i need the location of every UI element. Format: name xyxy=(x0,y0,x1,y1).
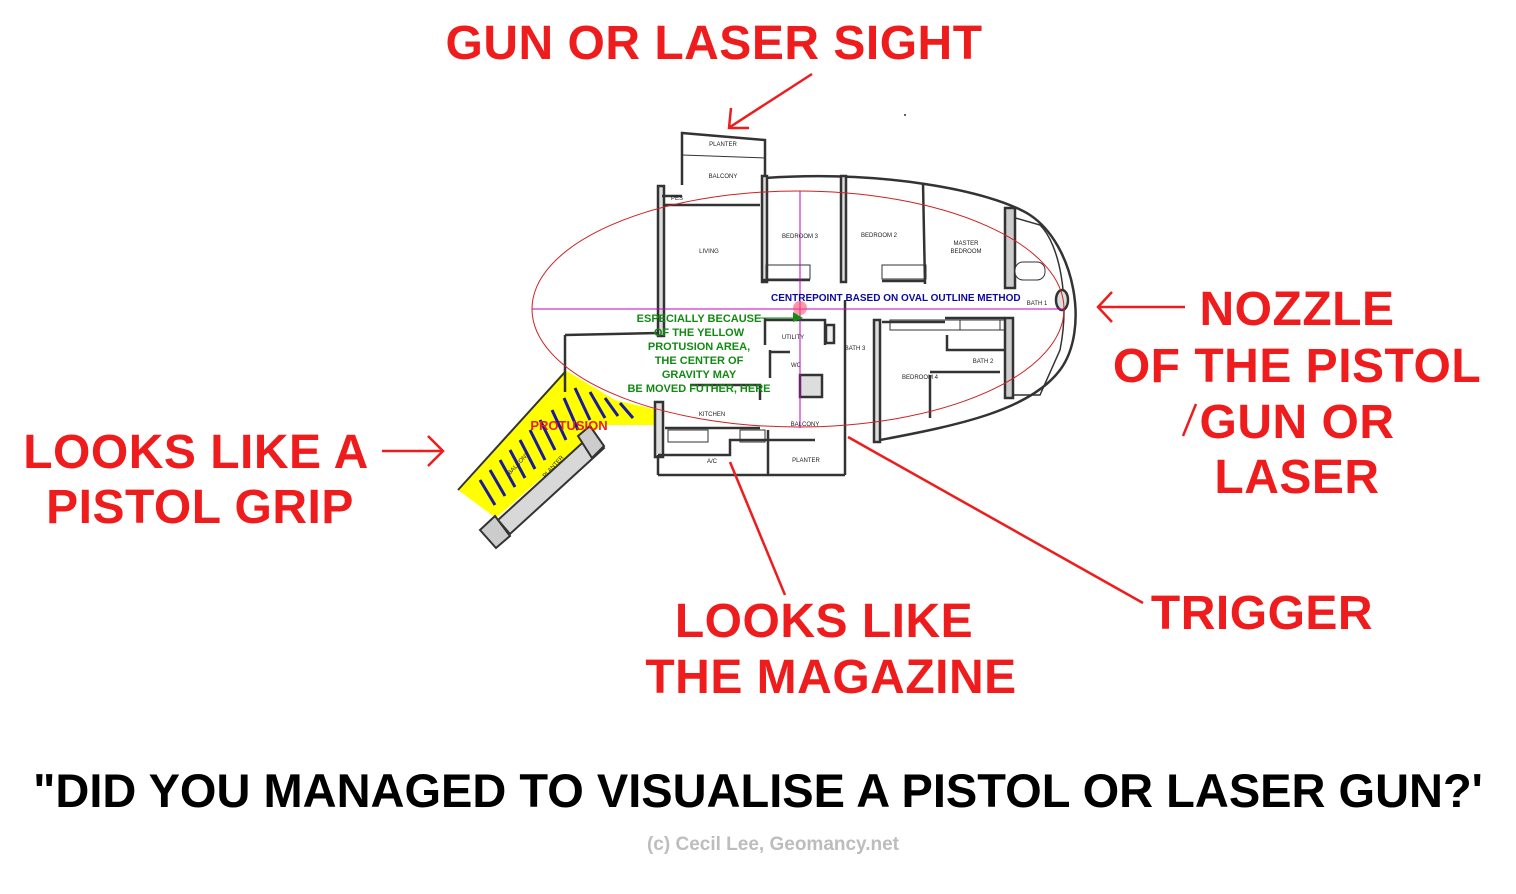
room-label-bedroom-2: BEDROOM 2 xyxy=(861,233,898,239)
label-nozzle-1: NOZZLE xyxy=(1199,283,1395,336)
room-label-pes: PES xyxy=(671,196,683,202)
label-nozzle-2: OF THE PISTOL xyxy=(1112,340,1482,393)
label-nozzle-4: LASER xyxy=(1214,451,1380,504)
protusion-label: PROTUSION xyxy=(530,418,607,433)
room-label-bath-1: BATH 1 xyxy=(1027,301,1048,307)
room-label-planter-bottom: PLANTER xyxy=(792,458,820,464)
copyright: (c) Cecil Lee, Geomancy.net xyxy=(646,834,899,855)
room-label-kitchen: KITCHEN xyxy=(699,412,725,418)
label-magazine-1: LOOKS LIKE xyxy=(674,595,974,648)
room-label-planter-top: PLANTER xyxy=(709,142,737,148)
room-label-bedroom-4: BEDROOM 4 xyxy=(902,375,939,381)
label-trigger: TRIGGER xyxy=(1150,587,1374,640)
note-line-3: PROTUSION AREA, xyxy=(648,341,750,353)
protusion-area xyxy=(458,370,658,518)
note-line-5: GRAVITY MAY xyxy=(662,369,737,381)
room-label-bath-3: BATH 3 xyxy=(845,346,866,352)
note-line-6: BE MOVED FUTHER, HERE xyxy=(627,383,770,395)
bottom-question: "DID YOU MANAGED TO VISUALISE A PISTOL O… xyxy=(33,764,1483,817)
note-line-4: THE CENTER OF xyxy=(655,355,744,367)
room-label-balcony-top: BALCONY xyxy=(709,174,738,180)
note-line-2: OF THE YELLOW xyxy=(654,327,745,339)
room-label-bath-2: BATH 2 xyxy=(973,359,994,365)
label-grip-2: PISTOL GRIP xyxy=(46,481,354,534)
windows xyxy=(667,264,1006,443)
centrepoint-marker xyxy=(793,301,807,315)
centrepoint-label: CENTREPOINT BASED ON OVAL OUTLINE METHOD xyxy=(771,293,1021,304)
balcony-hatching xyxy=(478,387,635,506)
label-magazine-2: THE MAGAZINE xyxy=(645,651,1017,704)
green-arrow-icon xyxy=(793,312,803,322)
walls xyxy=(563,131,1077,477)
label-grip-1: LOOKS LIKE A xyxy=(23,426,369,479)
note-line-1: ESPECIALLY BECAUSE xyxy=(637,313,762,325)
room-label-master-bedroom-1: MASTER xyxy=(953,241,979,247)
room-label-ac: A/C xyxy=(707,459,718,465)
pointer-arrows xyxy=(382,72,1198,605)
label-nozzle-3: GUN OR xyxy=(1199,396,1395,449)
room-label-utility: UTILITY xyxy=(782,335,804,341)
room-label-wc: WC xyxy=(791,363,802,369)
room-label-living: LIVING xyxy=(699,249,719,255)
room-label-master-bedroom-2: BEDROOM xyxy=(950,249,981,255)
room-label-balcony-bottom: BALCONY xyxy=(791,422,820,428)
label-gun-sight: GUN OR LASER SIGHT xyxy=(445,17,983,70)
